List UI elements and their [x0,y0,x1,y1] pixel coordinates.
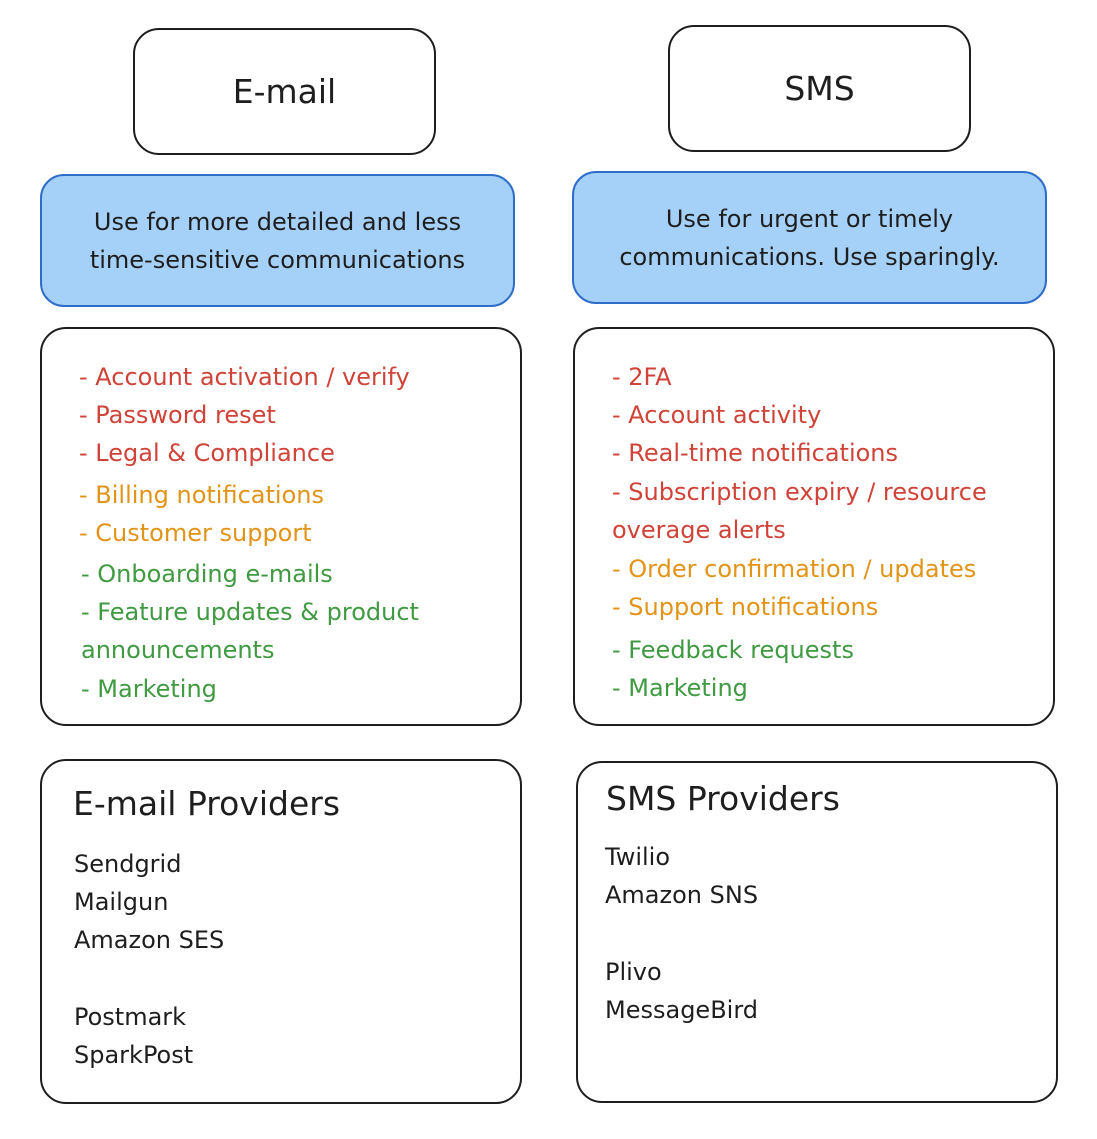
sms-description-line-2: communications. Use sparingly. [619,242,1000,271]
email-providers-title: E-mail Providers [73,784,341,823]
email-provider-item: Mailgun [74,888,169,916]
sms-providers-box [576,761,1058,1103]
email-use-case-item: - Billing notifications [79,481,324,509]
sms-title-box: SMS [668,25,971,152]
email-provider-item: Postmark [74,1003,187,1031]
sms-use-case-item: - Order confirmation / updates [612,555,977,583]
email-use-case-item: - Password reset [79,401,276,429]
sms-provider-item: Plivo [605,958,662,986]
email-title: E-mail [232,72,337,111]
sms-use-case-item: - Account activity [612,401,822,429]
sms-provider-item: Amazon SNS [605,881,759,909]
sms-use-case-item: - Real-time notifications [612,439,899,467]
sms-description-box: Use for urgent or timely communications.… [572,171,1047,304]
email-use-case-item: - Onboarding e-mails [81,560,333,588]
email-use-case-item: - Marketing [81,675,217,703]
sms-use-case-item: overage alerts [612,516,786,544]
sms-use-cases-box [573,327,1055,726]
email-use-case-item: - Feature updates & product [81,598,419,626]
email-provider-item: Amazon SES [74,926,225,954]
email-use-case-item: - Account activation / verify [79,363,410,391]
email-description-box: Use for more detailed and less time-sens… [40,174,515,307]
sms-description-line-1: Use for urgent or timely [665,204,954,233]
sms-title: SMS [784,69,855,108]
sms-provider-item: MessageBird [605,996,758,1024]
email-providers-box [40,759,522,1104]
email-use-case-item: - Customer support [79,519,312,547]
sms-use-case-item: - 2FA [612,363,672,391]
sms-provider-item: Twilio [605,843,671,871]
sms-providers-title: SMS Providers [606,779,840,818]
sms-use-case-item: - Marketing [612,674,748,702]
email-use-case-item: announcements [81,636,275,664]
email-title-box: E-mail [133,28,436,155]
email-provider-item: SparkPost [74,1041,194,1069]
email-description-line-2: time-sensitive communications [89,245,466,274]
email-use-cases-box [40,327,522,726]
sms-use-case-item: - Feedback requests [612,636,854,664]
email-provider-item: Sendgrid [74,850,182,878]
sms-use-case-item: - Subscription expiry / resource [612,478,987,506]
email-description-line-1: Use for more detailed and less [93,207,462,236]
sms-use-case-item: - Support notifications [612,593,879,621]
email-use-case-item: - Legal & Compliance [79,439,335,467]
